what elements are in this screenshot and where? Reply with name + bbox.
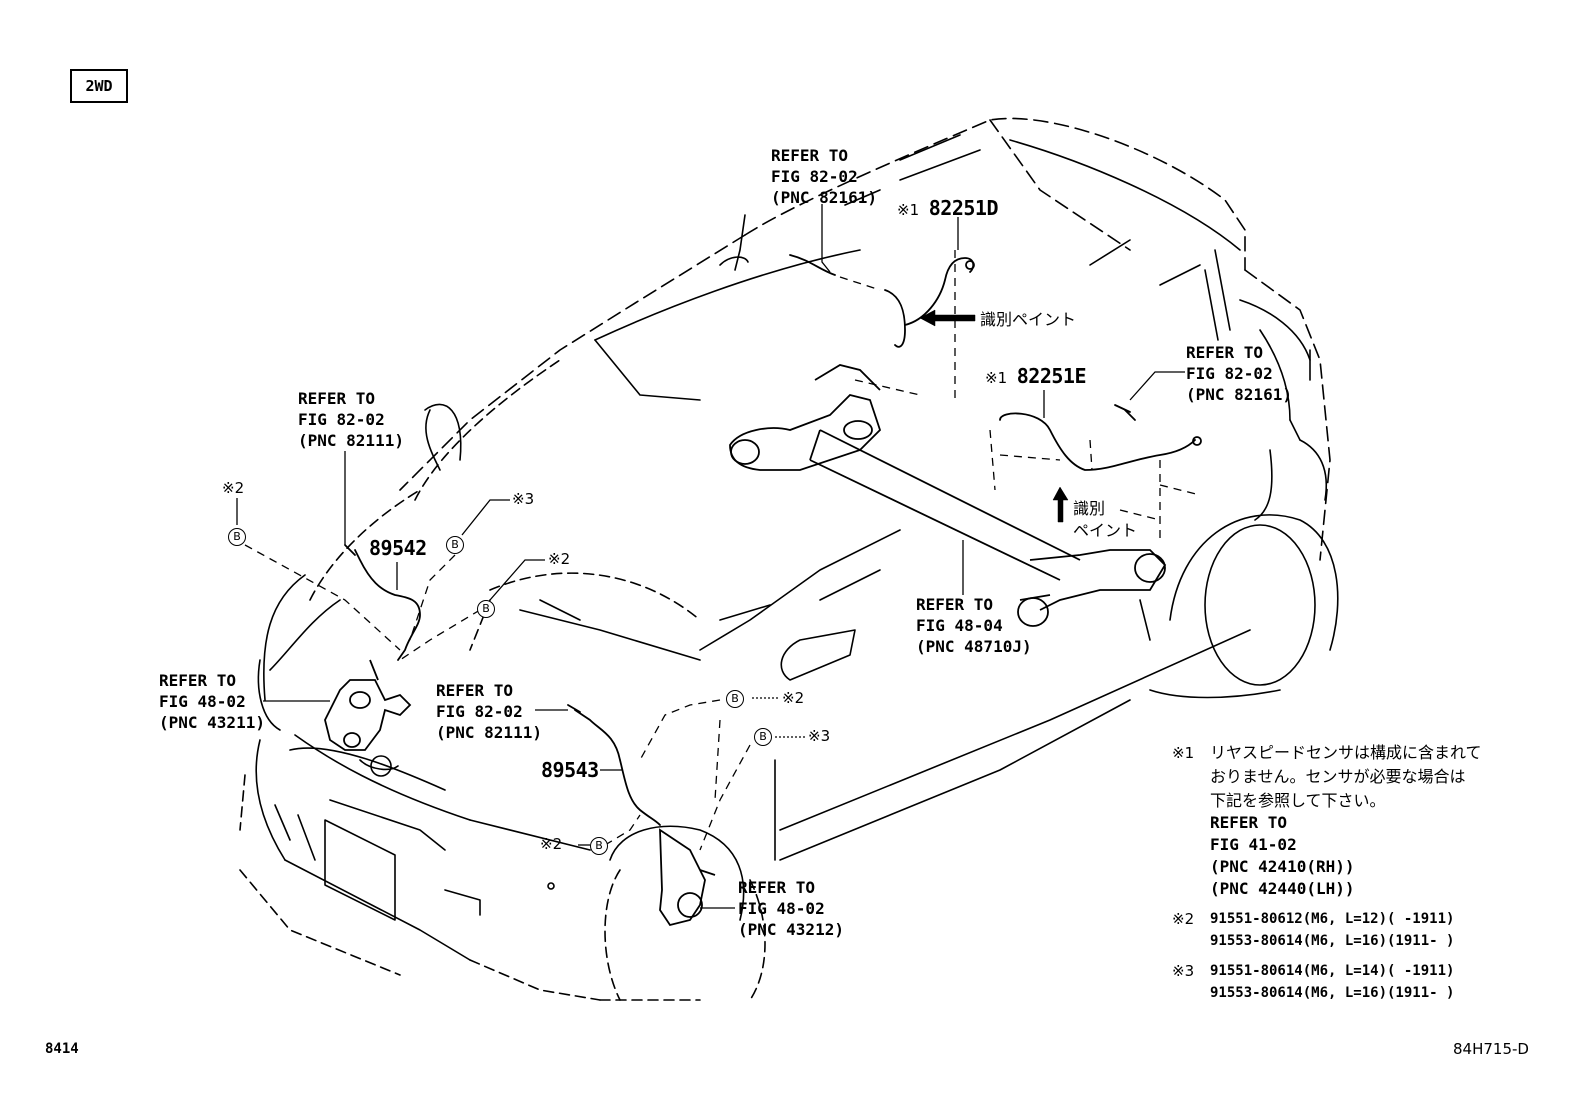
bolt-b-icon: B: [590, 837, 608, 855]
refer-82161-upper: REFER TO FIG 82-02 (PNC 82161): [771, 145, 877, 208]
refer-fig: FIG 48-02: [738, 899, 825, 918]
note1-text-line3: 下記を参照して下さい。: [1210, 791, 1386, 810]
note3-line2: 91553-80614(M6, L=16)(1911- ): [1210, 985, 1455, 1001]
refer-line: REFER TO: [159, 671, 237, 690]
refer-pnc: (PNC 43212): [738, 920, 844, 939]
refer-pnc: (PNC 82111): [436, 723, 542, 742]
identify-paint-label-upper: 識別ペイント: [980, 310, 1077, 329]
part-number-82251d: 82251D: [928, 196, 999, 220]
bolt-b-icon: B: [477, 600, 495, 618]
note2-mark: ※2: [1172, 910, 1195, 928]
note3-line1: 91551-80614(M6, L=14)( -1911): [1210, 963, 1455, 979]
bolt-b-icon: B: [446, 536, 464, 554]
refer-fig: FIG 48-02: [159, 692, 246, 711]
note1-text-line1: リヤスピードセンサは構成に含まれて: [1210, 743, 1482, 762]
refer-fig: FIG 82-02: [1186, 364, 1273, 383]
refer-43212: REFER TO FIG 48-02 (PNC 43212): [738, 877, 844, 940]
note1-refer: REFER TO: [1210, 813, 1288, 832]
refer-pnc: (PNC 43211): [159, 713, 265, 732]
bolt-note-2-mark: ※2: [540, 835, 563, 853]
identify-line2: ペイント: [1073, 521, 1138, 540]
part-82251d-label: ※1 82251D: [897, 196, 999, 221]
refer-pnc: (PNC 82161): [1186, 385, 1292, 404]
refer-pnc: (PNC 82111): [298, 431, 404, 450]
refer-82111-upper: REFER TO FIG 82-02 (PNC 82111): [298, 388, 404, 451]
refer-fig: FIG 82-02: [771, 167, 858, 186]
part-82251e-label: ※1 82251E: [985, 364, 1087, 389]
note1-pnc-lh: (PNC 42440(LH)): [1210, 879, 1355, 898]
bolt-note-3-mark: ※3: [512, 490, 535, 508]
front-knuckles: [324, 659, 716, 927]
footer-page-code: 8414: [45, 1041, 79, 1057]
refer-pnc: (PNC 82161): [771, 188, 877, 207]
bolt-note-3-mark: ※3: [808, 727, 831, 745]
note3-mark: ※3: [1172, 962, 1195, 980]
part-number-82251e: 82251E: [1016, 364, 1087, 388]
identify-line1: 識別: [1073, 499, 1106, 518]
refer-fig: FIG 82-02: [298, 410, 385, 429]
part-number-89542: 89542: [369, 536, 427, 560]
refer-43211: REFER TO FIG 48-02 (PNC 43211): [159, 670, 265, 733]
refer-pnc: (PNC 48710J): [916, 637, 1032, 656]
refer-line: REFER TO: [771, 146, 849, 165]
bolt-b-icon: B: [726, 690, 744, 708]
refer-82161-right: REFER TO FIG 82-02 (PNC 82161): [1186, 342, 1292, 405]
bolt-note-2-mark: ※2: [548, 550, 571, 568]
footer-figure-code: 84H715-D: [1453, 1040, 1529, 1058]
refer-48710: REFER TO FIG 48-04 (PNC 48710J): [916, 594, 1032, 657]
drive-type-badge: 2WD: [70, 69, 128, 103]
bolt-b-icon: B: [754, 728, 772, 746]
note1-text-line2: おりません。センサが必要な場合は: [1210, 767, 1466, 786]
refer-line: REFER TO: [916, 595, 994, 614]
note2-line2: 91553-80614(M6, L=16)(1911- ): [1210, 933, 1455, 949]
note1-fig: FIG 41-02: [1210, 835, 1297, 854]
bolt-b-icon: B: [228, 528, 246, 546]
refer-line: REFER TO: [1186, 343, 1264, 362]
note-mark-1: ※1: [985, 369, 1008, 387]
identify-paint-label-lower: 識別 ペイント: [1073, 498, 1137, 542]
refer-line: REFER TO: [738, 878, 816, 897]
refer-fig: FIG 48-04: [916, 616, 1003, 635]
refer-line: REFER TO: [436, 681, 514, 700]
note1-pnc-rh: (PNC 42410(RH)): [1210, 857, 1355, 876]
note-mark-1: ※1: [897, 201, 920, 219]
refer-82111-lower: REFER TO FIG 82-02 (PNC 82111): [436, 680, 542, 743]
bolt-note-2-mark: ※2: [782, 689, 805, 707]
note2-line1: 91551-80612(M6, L=12)( -1911): [1210, 911, 1455, 927]
refer-fig: FIG 82-02: [436, 702, 523, 721]
bolt-note-2-mark: ※2: [222, 479, 245, 497]
note1-mark: ※1: [1172, 744, 1195, 762]
rear-axle-beam: [729, 364, 1167, 627]
part-number-89543: 89543: [541, 758, 599, 782]
refer-line: REFER TO: [298, 389, 376, 408]
